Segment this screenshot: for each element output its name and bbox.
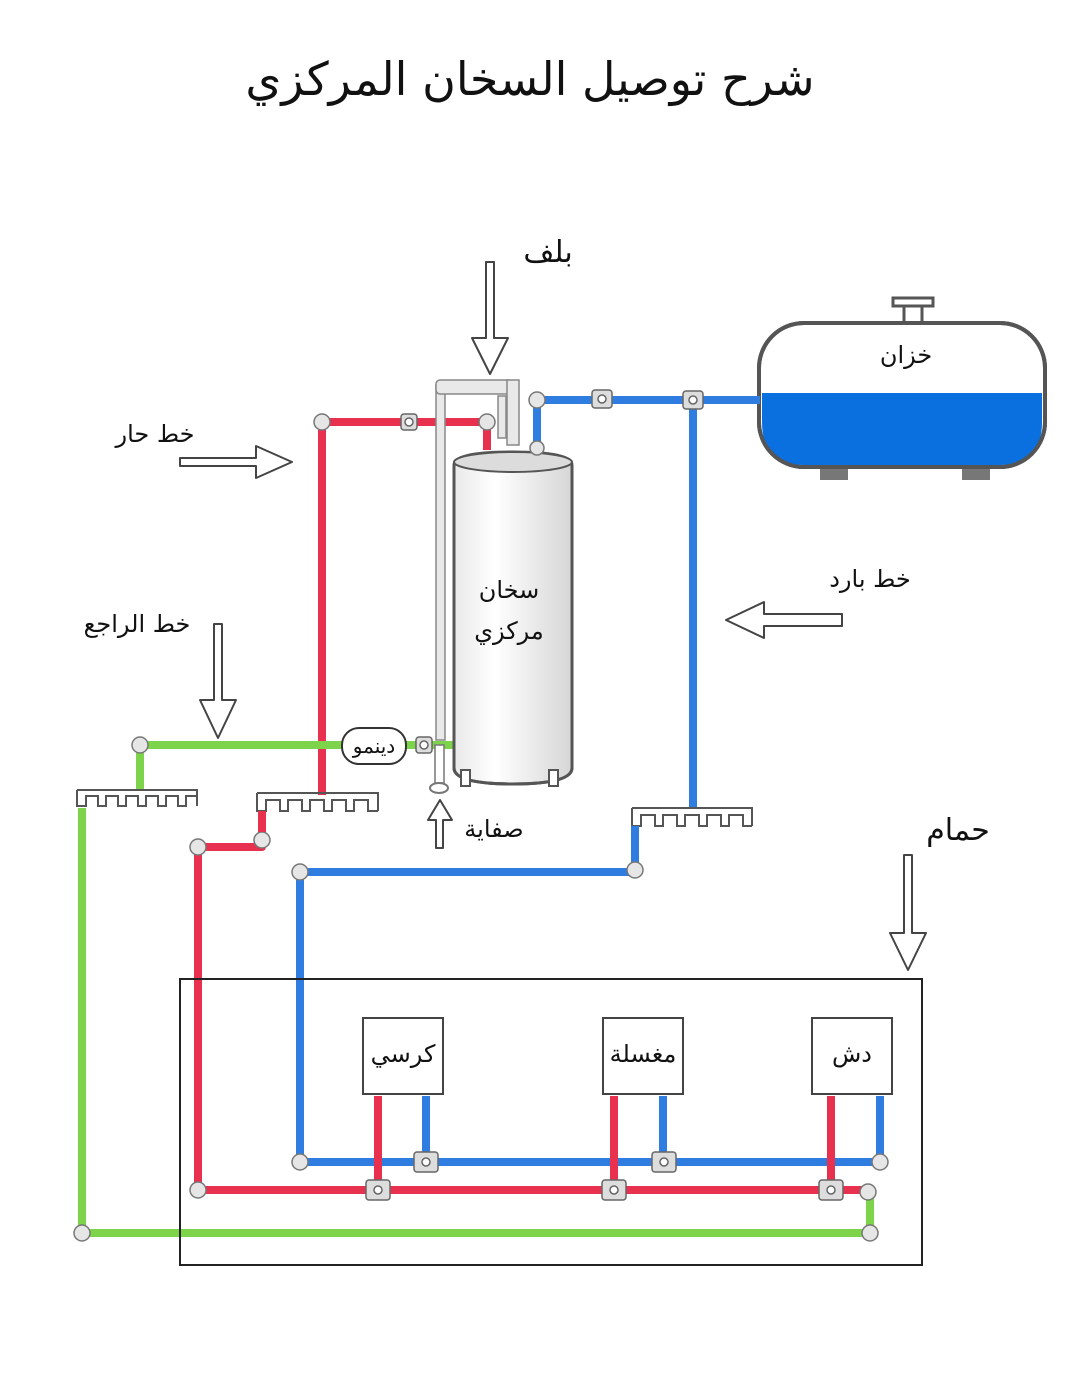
valve-icon: [601, 1179, 627, 1201]
bathroom-box: [179, 978, 923, 1266]
fixture-toilet: كرسي: [362, 1017, 444, 1095]
manifold-cold: [631, 807, 753, 827]
bathroom-label: حمام: [926, 813, 990, 848]
fixture-shower-label: دش: [832, 1040, 872, 1068]
bathroom-arrow-icon: [889, 854, 927, 971]
fixture-sink: مغسلة: [602, 1017, 684, 1095]
central-water-heater: سخان مركزي: [452, 450, 574, 787]
manifold-hot: [256, 792, 379, 812]
drain-outlet: [429, 744, 449, 794]
vent-pipe: [435, 379, 520, 741]
pump: دينمو: [341, 727, 407, 765]
valve-icon: [413, 1151, 439, 1173]
return-line-arrow-icon: [199, 623, 237, 739]
valve-icon: [651, 1151, 677, 1173]
hot-line-label: خط حار: [115, 420, 195, 448]
manifold-drops: [258, 811, 639, 840]
valve-icon: [365, 1179, 391, 1201]
valve-icon: [400, 413, 418, 431]
valve-icon: [818, 1179, 844, 1201]
fixture-shower: دش: [811, 1017, 893, 1095]
drain-label: صفاية: [464, 815, 523, 843]
drain-arrow-icon: [427, 799, 453, 849]
fixture-toilet-label: كرسي: [371, 1040, 436, 1068]
valve-icon: [682, 390, 704, 410]
heater-label-line2: مركزي: [474, 617, 544, 645]
valve-label: بلف: [523, 235, 572, 270]
hot-line-arrow-icon: [179, 445, 293, 479]
valve-icon: [591, 389, 613, 409]
manifold-return: [76, 789, 198, 807]
cold-line-label: خط بارد: [829, 565, 911, 593]
pump-label: دينمو: [352, 734, 395, 758]
valve-icon: [415, 736, 433, 754]
return-line-label: خط الراجع: [84, 610, 191, 638]
manifolds: [76, 789, 753, 827]
elbow-fittings: [73, 391, 889, 1242]
valve-arrow-icon: [471, 261, 509, 375]
tank-label: خزان: [880, 341, 932, 369]
cold-line-arrow-icon: [725, 601, 843, 639]
water-tank: خزان: [757, 296, 1047, 480]
page-title: شرح توصيل السخان المركزي: [245, 52, 814, 107]
fixture-sink-label: مغسلة: [610, 1040, 677, 1068]
heater-label-line1: سخان: [479, 576, 540, 604]
valve-icons: [365, 389, 844, 1201]
